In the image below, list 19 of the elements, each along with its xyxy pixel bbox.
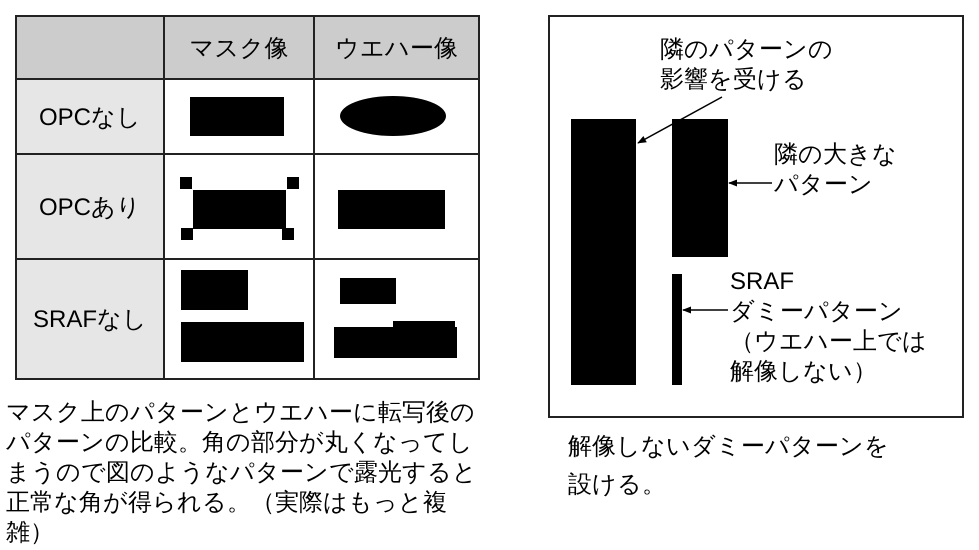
pattern-bar: [672, 274, 682, 385]
callout-text: SRAF: [730, 267, 796, 297]
arrow: [682, 306, 728, 314]
caption: マスク上のパターンとウエハーに転写後のパターンの比較。角の部分が丸くなってしまうので図のようなパターンで露光すると正常な角が得られる。（実際はもっと複雑）: [6, 398, 478, 548]
header-cell: OPCあり: [15, 153, 165, 260]
pattern-bar: [571, 119, 636, 385]
callout-text: ダミーパターン: [730, 297, 904, 327]
header-cell: SRAFなし: [15, 258, 165, 380]
callout-text: （ウエハー上では解像しない）: [730, 327, 928, 387]
header-cell: ウエハー像: [313, 15, 480, 80]
pattern-bar: [672, 119, 728, 257]
caption: 解像しないダミーパターンを設ける。: [568, 432, 890, 500]
callout-text: 隣の大きなパターン: [774, 140, 898, 200]
arrow: [728, 179, 772, 187]
panel-frame: [548, 15, 964, 418]
callout-text: 隣のパターンの影響を受ける: [660, 35, 834, 95]
header-cell: OPCなし: [15, 78, 165, 155]
header-cell: マスク像: [163, 15, 315, 80]
arrow: [637, 96, 722, 144]
